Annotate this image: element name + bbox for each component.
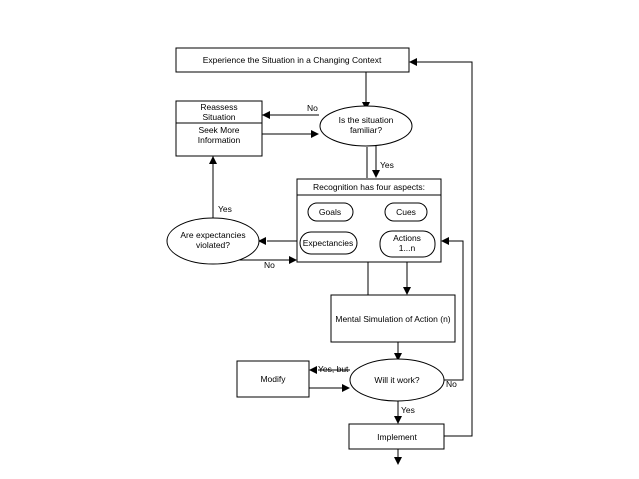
- recognition-label: Recognition has four aspects:: [313, 182, 425, 192]
- experience-label: Experience the Situation in a Changing C…: [203, 55, 382, 65]
- node-work: Will it work?: [349, 358, 445, 402]
- arrow-into-work: [394, 353, 402, 361]
- conn-work-actions: [444, 240, 464, 381]
- actions-pill: [379, 230, 436, 258]
- simulation-label: Mental Simulation of Action (n): [335, 314, 450, 324]
- connectors: [212, 61, 473, 458]
- modify-label: Modify: [260, 374, 286, 384]
- node-recognition: Recognition has four aspects: Goals Cues…: [296, 178, 442, 263]
- arrow-into-recognition: [372, 170, 380, 178]
- arrow-into-modify: [309, 366, 317, 374]
- conn-implement-experience: [416, 61, 473, 437]
- cues-label: Cues: [396, 207, 416, 217]
- label-no-violated: No: [264, 260, 275, 270]
- node-experience: Experience the Situation in a Changing C…: [175, 47, 410, 73]
- node-modify: Modify: [236, 360, 310, 398]
- node-implement: Implement: [348, 423, 445, 450]
- label-yes-work: Yes: [401, 405, 415, 415]
- arrow-exit: [394, 457, 402, 465]
- node-simulation: Mental Simulation of Action (n): [330, 294, 456, 343]
- arrow-into-violated: [258, 237, 266, 245]
- arrow-into-simulation: [403, 287, 411, 295]
- implement-label: Implement: [377, 432, 417, 442]
- arrow-into-implement: [394, 416, 402, 424]
- cues-pill: [384, 202, 428, 222]
- seek-label-2: Information: [198, 135, 241, 145]
- actions-label-2: 1...n: [399, 243, 416, 253]
- seek-label-1: Seek More: [198, 125, 239, 135]
- label-no-familiar: No: [307, 103, 318, 113]
- actions-label-1: Actions: [393, 233, 421, 243]
- arrow-into-work-left: [342, 384, 350, 392]
- arrow-into-actions: [441, 237, 449, 245]
- violated-label-1: Are expectancies: [180, 230, 245, 240]
- expectancies-label: Expectancies: [303, 238, 354, 248]
- node-familiar: Is the situation familiar?: [319, 105, 413, 147]
- goals-pill: [307, 202, 354, 222]
- label-yes-violated: Yes: [218, 204, 232, 214]
- reassess-label-1: Reassess: [200, 102, 237, 112]
- node-reassess: Reassess Situation Seek More Information: [175, 100, 263, 157]
- edge-labels: No Yes Yes No Yes, but No Yes: [218, 103, 457, 415]
- familiar-label-2: familiar?: [350, 125, 382, 135]
- arrow-into-reassess: [262, 111, 270, 119]
- arrow-into-recognition-left: [289, 256, 297, 264]
- expectancies-pill: [299, 231, 358, 255]
- arrow-into-familiar-side: [311, 130, 319, 138]
- label-yes-familiar: Yes: [380, 160, 394, 170]
- label-yes-but: Yes, but: [318, 364, 349, 374]
- arrow-into-experience: [409, 58, 417, 66]
- familiar-label-1: Is the situation: [339, 115, 394, 125]
- reassess-label-2: Situation: [202, 112, 235, 122]
- violated-label-2: violated?: [196, 240, 230, 250]
- work-label: Will it work?: [374, 375, 420, 385]
- arrow-into-reassess-bottom: [209, 156, 217, 164]
- node-violated: Are expectancies violated?: [166, 217, 260, 265]
- goals-label: Goals: [319, 207, 341, 217]
- label-no-work: No: [446, 379, 457, 389]
